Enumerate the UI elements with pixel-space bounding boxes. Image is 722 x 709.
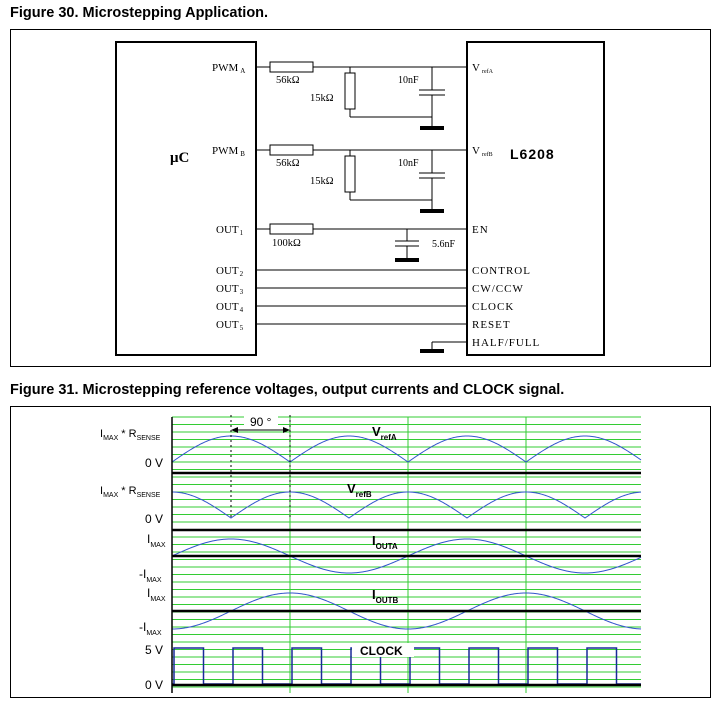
control-pin: CONTROL <box>472 265 531 277</box>
phase-annotation <box>230 415 291 518</box>
imax-label-1: IMAX <box>147 532 166 549</box>
c-a-label: 10nF <box>398 75 419 86</box>
imax-rsense-label-2: IMAX * RSENSE <box>100 485 161 499</box>
imax-label-2: IMAX <box>147 586 166 603</box>
figure-31-title: Figure 31. Microstepping reference volta… <box>10 382 565 398</box>
out3-label: OUT3 <box>216 283 244 296</box>
out4-label: OUT4 <box>216 301 244 314</box>
imax-rsense-label-1: IMAX * RSENSE <box>100 428 161 442</box>
clock-pin: CLOCK <box>472 301 514 313</box>
enable-network <box>256 223 467 262</box>
figure-30-title: Figure 30. Microstepping Application. <box>10 5 269 21</box>
five-v-label: 5 V <box>145 643 163 657</box>
ioutb-trace <box>171 592 642 630</box>
pwm-b-network <box>256 144 467 213</box>
clock-trace-label: CLOCK <box>360 644 403 658</box>
halffull-ground <box>420 341 467 353</box>
phase-label: 90 ° <box>250 415 272 429</box>
r-shunt-a-label: 15kΩ <box>310 93 334 104</box>
en-pin: EN <box>472 224 489 236</box>
r-series-b-label: 56kΩ <box>276 158 300 169</box>
vrefb-trace <box>171 491 642 519</box>
waveform-grid <box>171 416 641 693</box>
out5-label: OUT5 <box>216 319 244 332</box>
c-b-label: 10nF <box>398 158 419 169</box>
zero-v-label-2: 0 V <box>145 512 163 526</box>
out1-label: OUT1 <box>216 224 244 237</box>
neg-imax-label-1: -IMAX <box>139 567 162 584</box>
out2-label: OUT2 <box>216 265 244 278</box>
iouta-trace-label: IOUTA <box>372 533 398 551</box>
c-en-label: 5.6nF <box>432 239 456 250</box>
driver-label: L6208 <box>510 146 555 162</box>
zero-v-label-3: 0 V <box>145 678 163 692</box>
figure-31-frame <box>10 406 711 698</box>
figure-30-frame <box>10 29 711 367</box>
reset-pin: RESET <box>472 319 511 331</box>
r-shunt-b-label: 15kΩ <box>310 176 334 187</box>
r-en-label: 100kΩ <box>272 238 301 249</box>
microcontroller-label: μC <box>170 150 189 166</box>
vrefa-trace-label: VrefA <box>372 424 397 442</box>
vrefb-trace-label: VrefB <box>347 481 372 499</box>
vrefa-trace <box>171 435 642 463</box>
neg-imax-label-2: -IMAX <box>139 620 162 637</box>
cwccw-pin: CW/CCW <box>472 283 524 295</box>
microcontroller-block <box>115 41 257 356</box>
ioutb-trace-label: IOUTB <box>372 587 399 605</box>
waveform-axes <box>171 417 641 693</box>
r-series-a-label: 56kΩ <box>276 75 300 86</box>
pwm-a-network <box>256 61 467 130</box>
zero-v-label-1: 0 V <box>145 456 163 470</box>
halffull-pin: HALF/FULL <box>472 337 540 349</box>
l6208-block <box>466 41 605 356</box>
